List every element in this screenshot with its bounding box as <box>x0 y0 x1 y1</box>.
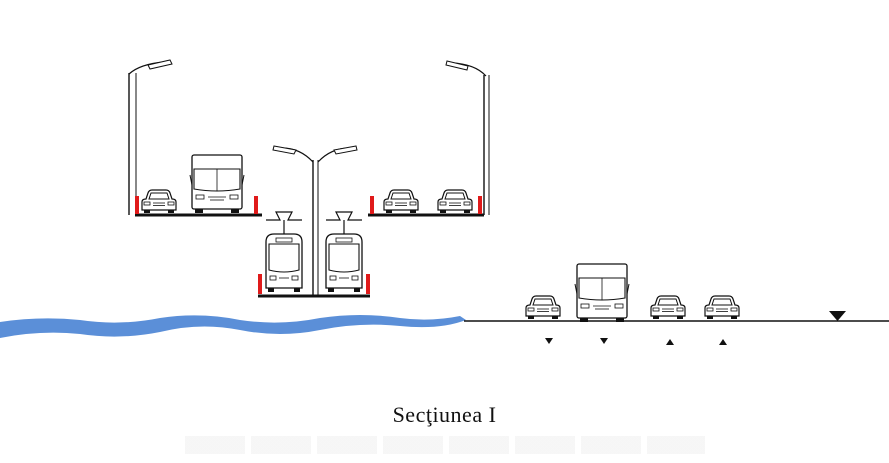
barrier <box>258 274 262 294</box>
direction-down-icon <box>600 338 608 344</box>
bus-icon <box>189 154 245 214</box>
car-icon <box>141 189 177 214</box>
direction-up-icon <box>719 339 727 345</box>
car-icon <box>525 295 561 320</box>
car-icon <box>383 189 419 214</box>
car-icon <box>437 189 473 214</box>
tram-icon <box>265 211 303 293</box>
section-caption: Secţiunea I <box>392 402 497 427</box>
double-street-lamp-icon <box>272 145 358 296</box>
barrier <box>370 196 374 214</box>
street-lamp-icon <box>128 59 173 215</box>
barrier <box>366 274 370 294</box>
car-icon <box>704 295 740 320</box>
street-lamp-icon <box>445 60 490 215</box>
water-level-icon <box>829 311 846 321</box>
bus-icon <box>574 263 630 323</box>
direction-up-icon <box>666 339 674 345</box>
tram-icon <box>325 211 363 293</box>
barrier <box>478 196 482 214</box>
direction-down-icon <box>545 338 553 344</box>
barrier <box>135 196 139 214</box>
faded-text-band <box>185 436 705 454</box>
water-body <box>0 315 466 338</box>
car-icon <box>650 295 686 320</box>
barrier <box>254 196 258 214</box>
